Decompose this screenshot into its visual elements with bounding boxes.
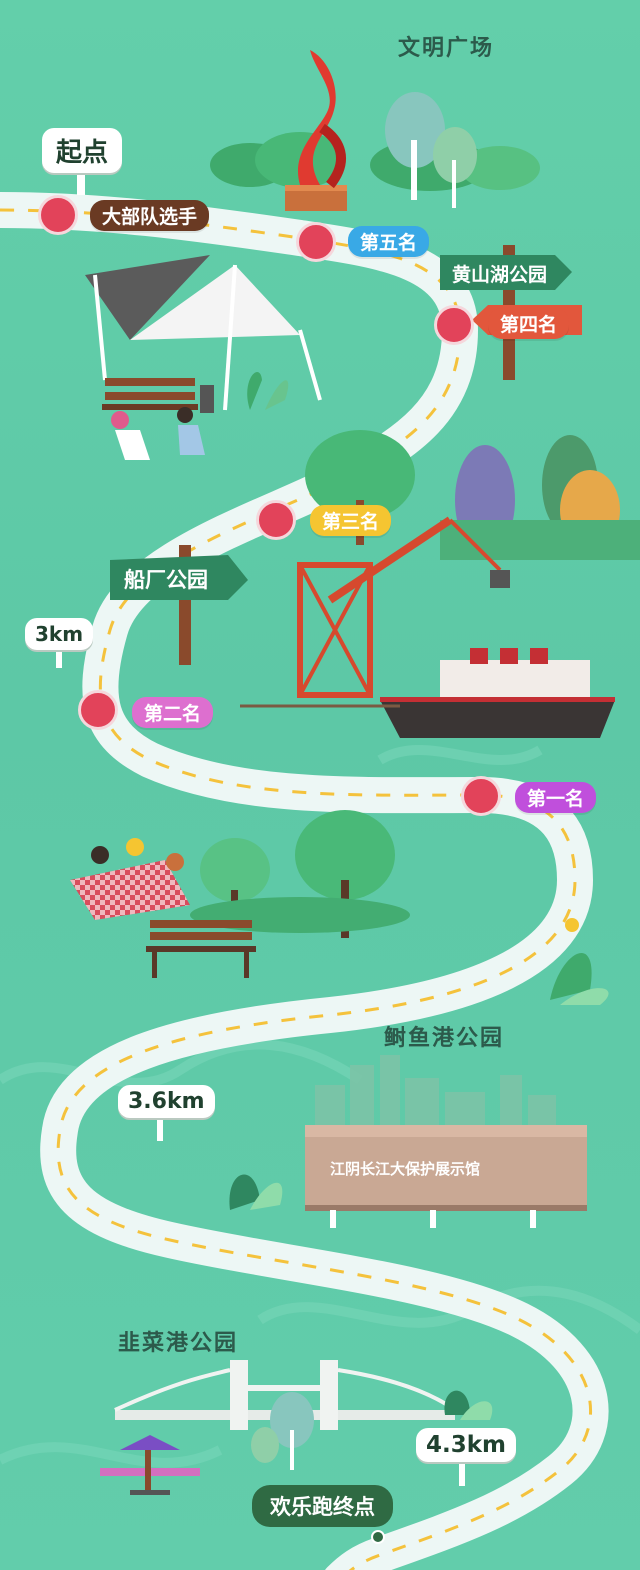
hills-decoration — [440, 435, 640, 560]
marker-first: 第一名 — [515, 782, 597, 813]
checkpoint-dot-fifth[interactable] — [296, 222, 336, 262]
poi-biyugang-park: 鲥鱼港公园 — [384, 1026, 505, 1051]
road-center-dash — [0, 208, 593, 1570]
finish-badge[interactable]: 欢乐跑终点 — [252, 1485, 393, 1527]
tent-icon — [85, 255, 322, 411]
carousel-icon — [100, 1435, 200, 1495]
bench-icon — [102, 378, 214, 413]
start-label: 起点 — [42, 128, 123, 173]
checkpoint-dot-third[interactable] — [256, 500, 296, 540]
plant-icon — [444, 1390, 493, 1420]
exhibition-hall-label: 江阴长江大保护展示馆 — [330, 1160, 481, 1178]
plant-icon — [550, 918, 609, 1005]
bench-icon — [146, 920, 256, 978]
sculpture-icon — [285, 50, 347, 211]
signpost-icon — [110, 545, 248, 665]
runners-icon — [111, 407, 205, 460]
bushes-top — [210, 132, 540, 191]
poi-chuanchang-park: 船厂公园 — [124, 568, 208, 592]
plant-icon — [229, 1174, 283, 1210]
checkpoint-dot-fourth[interactable] — [434, 305, 474, 345]
distance-3km: 3km — [25, 618, 94, 650]
exhibition-building-icon — [305, 1125, 587, 1228]
poi-wenming-square: 文明广场 — [398, 36, 495, 61]
checkpoint-dot-start[interactable] — [38, 195, 78, 235]
tree-icon — [190, 810, 410, 938]
tree-icon — [385, 92, 477, 208]
marker-fifth: 第五名 — [348, 226, 430, 257]
marker-fourth: 第四名 — [488, 308, 570, 339]
distance-4-3km: 4.3km — [416, 1428, 517, 1462]
crane-icon — [297, 516, 510, 698]
tree-icon — [251, 1392, 314, 1470]
poi-jiucaigang-park: 韭菜港公园 — [118, 1331, 239, 1356]
picnic-icon — [70, 838, 190, 920]
marker-dabudui: 大部队选手 — [90, 200, 210, 231]
checkpoint-dot-second[interactable] — [78, 690, 118, 730]
poi-huangshanhu-park: 黄山湖公园 — [452, 264, 548, 286]
distance-3-6km: 3.6km — [118, 1085, 215, 1118]
marker-second: 第二名 — [132, 697, 214, 728]
marker-third: 第三名 — [310, 505, 392, 536]
checkpoint-dot-first[interactable] — [461, 776, 501, 816]
plant-icon — [247, 371, 289, 410]
ship-icon — [240, 648, 615, 738]
water-waves-decoration — [0, 745, 640, 1468]
